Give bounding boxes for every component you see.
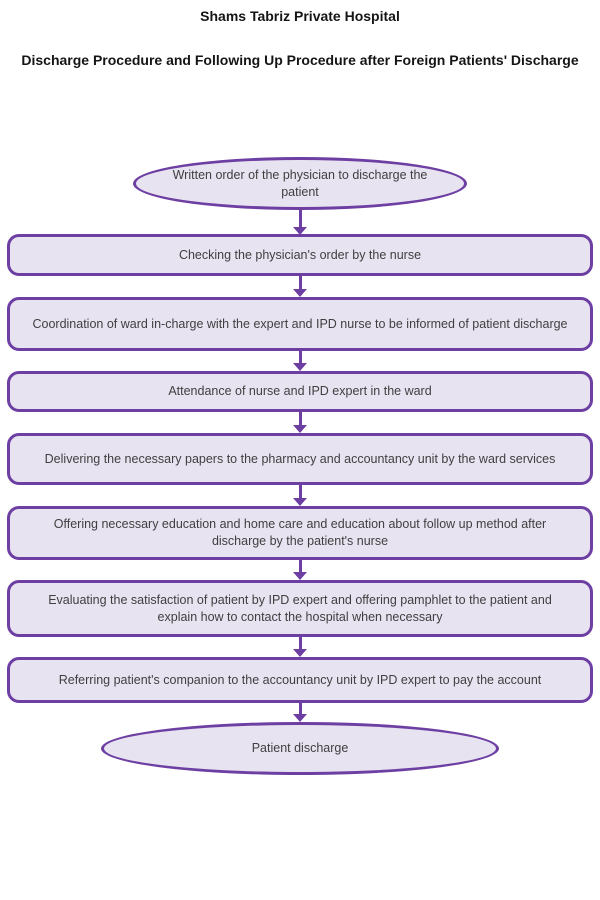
flow-node-step-1: Checking the physician's order by the nu…	[7, 234, 593, 276]
flow-node-label: Offering necessary education and home ca…	[53, 517, 547, 548]
flow-node-step-3: Attendance of nurse and IPD expert in th…	[7, 371, 593, 412]
flow-node-end-ellipse: Patient discharge	[101, 722, 499, 775]
flow-node-label: Attendance of nurse and IPD expert in th…	[168, 384, 432, 398]
arrow-shaft	[298, 637, 302, 651]
flow-node-step-5: Offering necessary education and home ca…	[7, 506, 593, 560]
down-arrow-icon	[293, 485, 307, 506]
page-subtitle: Discharge Procedure and Following Up Pro…	[21, 52, 579, 68]
flow-node-label: Referring patient's companion to the acc…	[58, 672, 542, 687]
flow-node-label: Evaluating the satisfaction of patient b…	[48, 592, 552, 624]
arrow-shaft	[298, 351, 302, 365]
arrow-shaft	[298, 412, 302, 427]
flow-node-label: Coordination of ward in-charge with the …	[32, 316, 568, 331]
arrow-head	[293, 714, 307, 722]
down-arrow-icon	[293, 276, 307, 297]
flow-node-label: Checking the physician's order by the nu…	[178, 247, 422, 262]
arrow-head	[293, 289, 307, 297]
down-arrow-icon	[293, 351, 307, 371]
flow-node-start-ellipse: Written order of the physician to discha…	[133, 157, 467, 210]
arrow-head	[293, 572, 307, 580]
arrow-head	[293, 425, 307, 433]
flow-node-step-4: Delivering the necessary papers to the p…	[7, 433, 593, 485]
arrow-head	[293, 498, 307, 506]
flow-node-step-6: Evaluating the satisfaction of patient b…	[7, 580, 593, 637]
flow-node-label: Delivering the necessary papers to the p…	[44, 451, 556, 466]
arrow-shaft	[298, 210, 302, 229]
flow-node-label: Patient discharge	[251, 741, 349, 755]
arrow-shaft	[298, 703, 302, 716]
down-arrow-icon	[293, 703, 307, 722]
flow-node-step-2: Coordination of ward in-charge with the …	[7, 297, 593, 351]
arrow-shaft	[298, 276, 302, 291]
arrow-head	[293, 649, 307, 657]
arrow-head	[293, 363, 307, 371]
down-arrow-icon	[293, 560, 307, 580]
down-arrow-icon	[293, 637, 307, 657]
down-arrow-icon	[293, 210, 307, 235]
arrow-shaft	[298, 560, 302, 574]
arrow-shaft	[298, 485, 302, 500]
flow-node-label: Written order of the physician to discha…	[172, 167, 428, 199]
flow-node-step-7: Referring patient's companion to the acc…	[7, 657, 593, 703]
down-arrow-icon	[293, 412, 307, 433]
page-title: Shams Tabriz Private Hospital	[200, 8, 400, 24]
arrow-head	[293, 227, 307, 235]
